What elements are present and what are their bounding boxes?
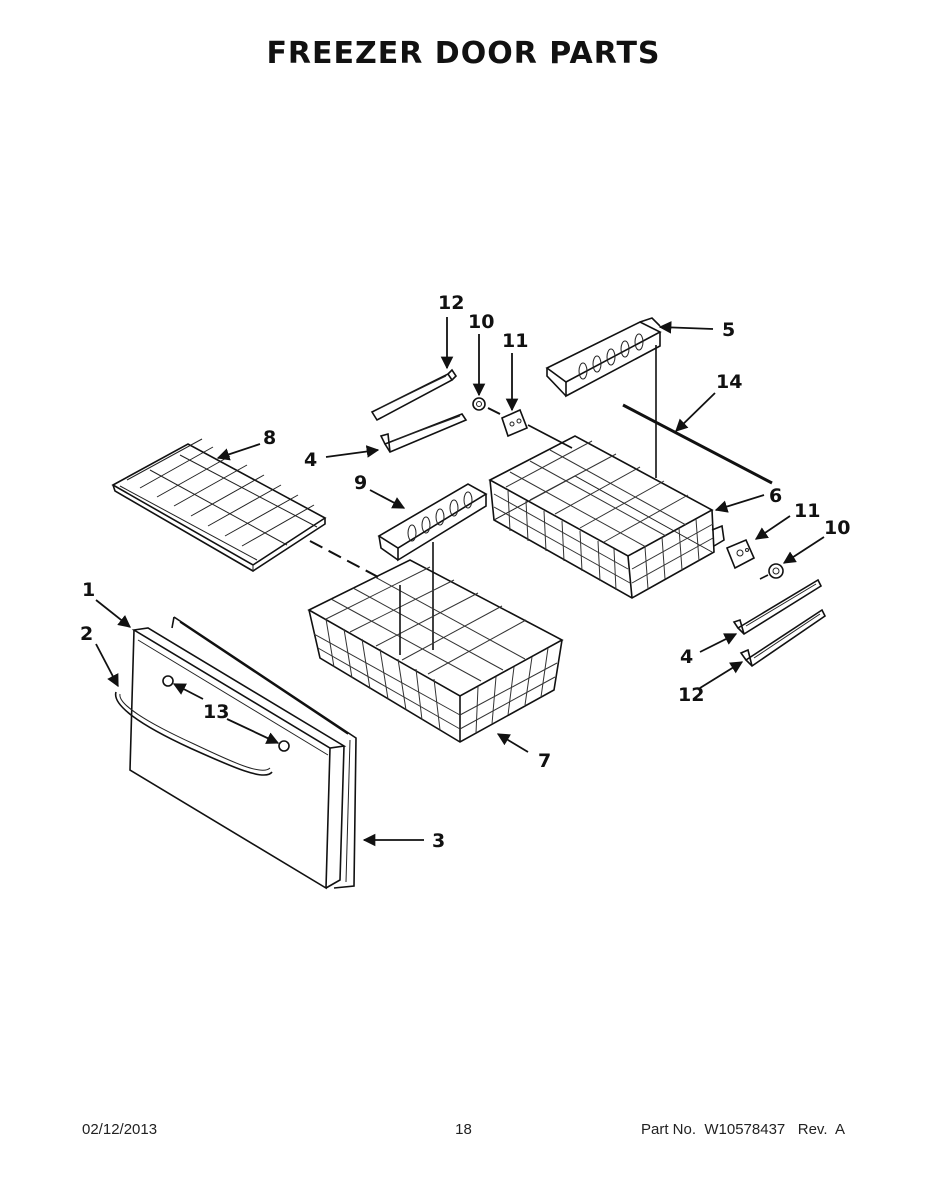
callout-2: 2 (80, 623, 93, 645)
callout-14: 14 (716, 371, 742, 393)
footer-date: 02/12/2013 (82, 1121, 158, 1138)
roller-part-10-top (472, 397, 501, 415)
bracket-part-11-top (501, 408, 573, 449)
callout-12-top: 12 (438, 292, 464, 314)
door-gasket-part-3 (171, 616, 357, 889)
callout-12-lower: 12 (678, 684, 704, 706)
basket-divider-part-5 (545, 317, 662, 478)
callout-1: 1 (82, 579, 95, 601)
callout-10-right: 10 (824, 517, 850, 539)
footer-part-number: Part No. W10578437 Rev. A (641, 1121, 845, 1138)
slide-rail-part-4-right (732, 578, 823, 636)
callout-10-top: 10 (468, 311, 494, 333)
callout-4-lower: 4 (680, 646, 693, 668)
slide-rail-part-4-left (379, 413, 468, 454)
door-handle-part-2 (114, 691, 273, 776)
callout-6: 6 (769, 485, 782, 507)
callout-9: 9 (354, 472, 367, 494)
shelf-grille-part-8 (111, 438, 327, 572)
callout-5: 5 (722, 319, 735, 341)
alignment-line (309, 540, 381, 579)
bracket-part-11-right (725, 538, 756, 570)
freezer-door-part-1 (129, 627, 347, 890)
callout-11-top: 11 (502, 330, 528, 352)
callout-13: 13 (203, 701, 229, 723)
lower-wire-basket-part-7 (307, 559, 564, 743)
callout-11-right: 11 (794, 500, 820, 522)
callout-leaders (95, 317, 825, 847)
footer-page-number: 18 (455, 1121, 472, 1138)
page-title: FREEZER DOOR PARTS (266, 36, 661, 71)
callout-7: 7 (538, 750, 551, 772)
callout-4-upper: 4 (304, 449, 317, 471)
slide-rail-part-12-right (739, 608, 827, 668)
callout-8: 8 (263, 427, 276, 449)
callout-3: 3 (432, 830, 445, 852)
upper-wire-basket-part-6 (488, 435, 725, 599)
roller-part-10-right (759, 563, 784, 580)
rod-part-14 (622, 403, 773, 485)
slide-rail-part-12-left (370, 368, 458, 422)
screws-part-13 (162, 675, 290, 752)
